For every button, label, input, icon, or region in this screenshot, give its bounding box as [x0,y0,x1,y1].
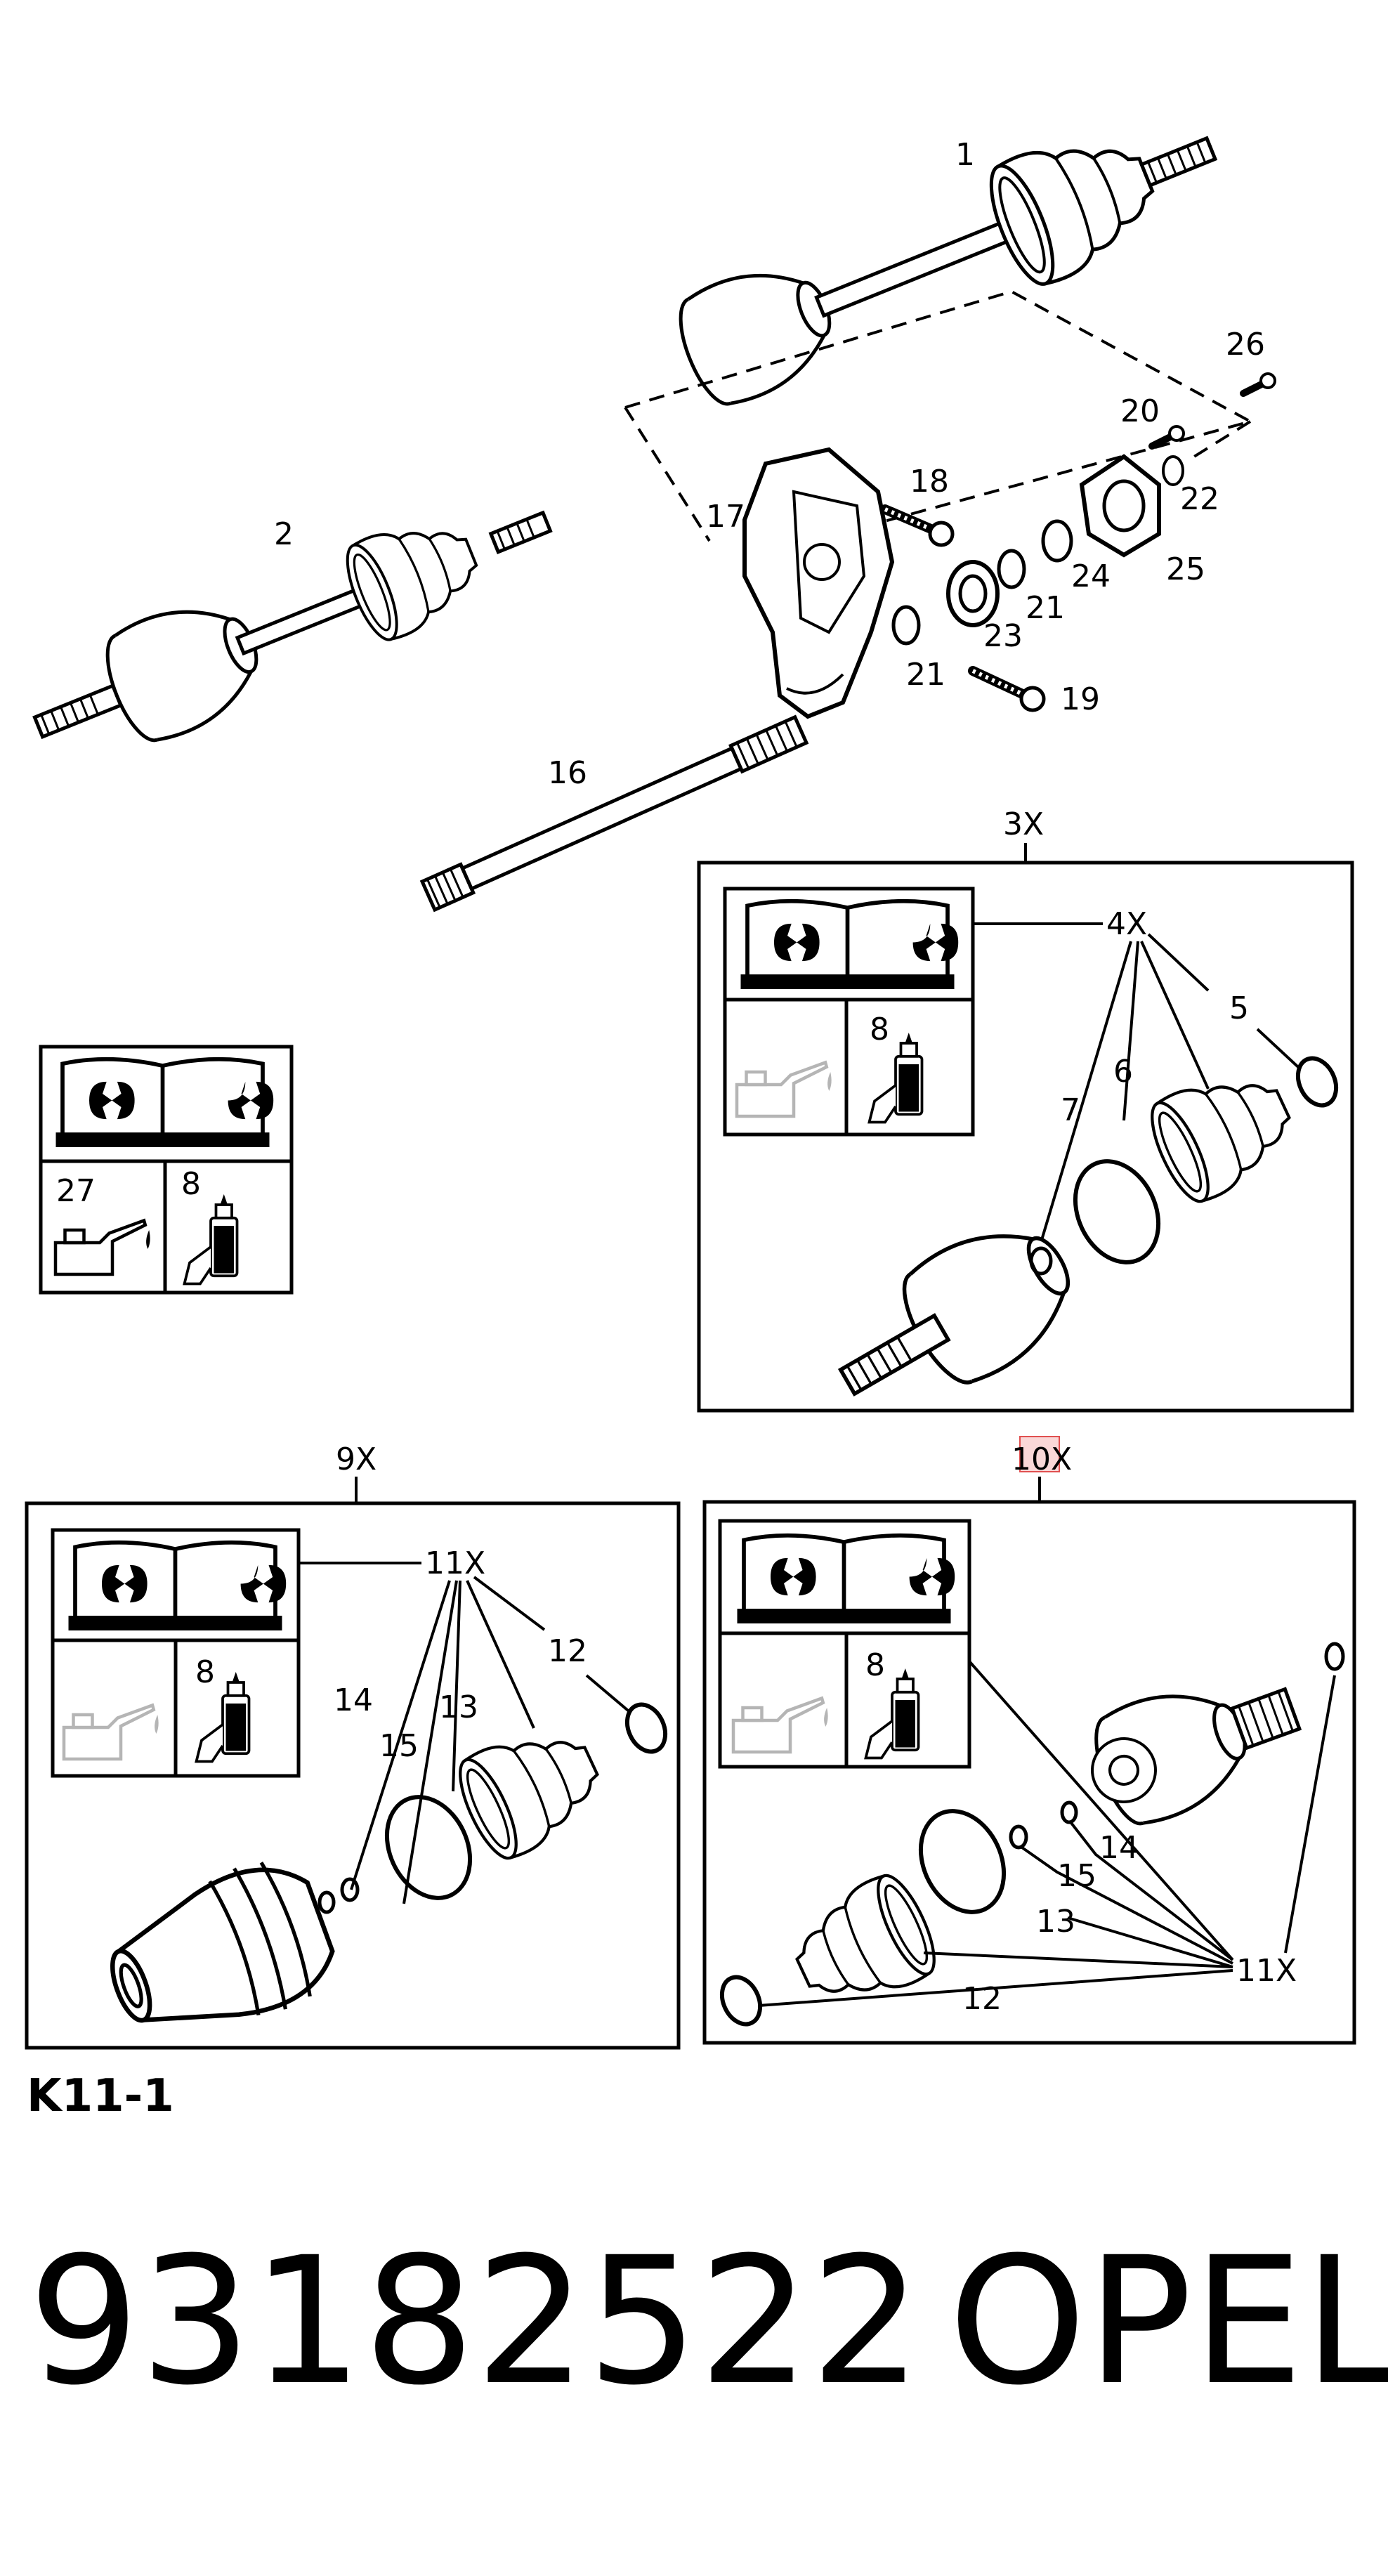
kit-9x-part-13: 13 [439,1689,478,1725]
drive-shaft-right-part-1 [666,89,1218,419]
repair-manual-icon [741,901,959,989]
figure-reference: K11-1 [27,2070,174,2122]
kit-3x-grease-number: 8 [870,1012,889,1047]
label-part-17: 17 [706,499,745,535]
label-part-18: 18 [910,464,949,499]
circlip-part-14 [317,1890,336,1914]
label-part-20: 20 [1120,393,1160,429]
dashed-assembly-outline [624,289,1255,528]
label-part-2: 2 [274,516,294,552]
kit-10x-part-14: 14 [1099,1830,1139,1866]
label-part-16: 16 [548,755,587,791]
inner-joint-housing [110,1862,335,2023]
bolt-part-20 [1148,425,1185,450]
outer-joint [1074,1653,1302,1837]
circlip-part-21b [891,605,921,646]
label-part-22: 22 [1180,481,1219,517]
brand-name: OPEL [948,2219,1388,2424]
cv-joint-outer [837,1202,1093,1439]
repair-manual-icon [69,1543,287,1630]
ring-part-15 [340,1877,360,1902]
clamp-part-5 [1295,1056,1339,1108]
kit-3x-title: 3X [1003,806,1044,842]
label-part-21a: 21 [1026,590,1065,626]
part-number: 93182522 [28,2219,922,2424]
label-part-26: 26 [1226,327,1265,362]
flange-part-25 [1079,454,1161,558]
repair-manual-icon [738,1536,955,1623]
circlip-part-ring [1324,1642,1345,1671]
intermediate-shaft-part-16 [419,714,809,913]
bolt-part-26 [1240,372,1276,397]
service-panel-left: 27 8 [39,1045,294,1295]
circlip-part-21a [997,549,1026,589]
label-part-1: 1 [955,137,975,173]
kit-10x-title-highlight [1019,1436,1060,1472]
kit-9x-title: 9X [336,1441,377,1477]
grease-part-number: 8 [181,1166,201,1202]
kit-3x-part-7: 7 [1061,1092,1080,1128]
kit-3x-label: 4X [1106,906,1147,942]
clamp-part-6 [1073,1159,1161,1264]
kit-panel-3x: 3X 8 4X 5 6 7 [697,806,1354,1439]
bearing-part-23 [946,560,1000,627]
repair-manual-icon [56,1059,274,1147]
circlip-part-7 [1029,1246,1053,1276]
drive-shaft-left-part-2 [32,466,553,783]
kit-10x-part-15: 15 [1057,1858,1096,1894]
kit-3x-part-5: 5 [1229,990,1249,1026]
oil-part-number: 27 [56,1173,96,1209]
ring-part-24 [1041,519,1073,563]
bolt-part-19 [968,666,1046,712]
clamp-part-12 [719,1975,763,2027]
circlip-part-14 [1060,1800,1078,1824]
circlip-part-22 [1162,455,1184,486]
kit-10x-title: 10X [1011,1441,1072,1477]
kit-9x-part-12: 12 [548,1633,587,1669]
kit-10x-part-13: 13 [1036,1904,1075,1940]
kit-9x-grease-number: 8 [195,1654,215,1690]
bearing-bracket-part-17 [742,447,895,719]
label-part-23: 23 [983,618,1023,654]
kit-10x-part-12: 12 [962,1981,1002,2017]
kit-9x-label: 11X [425,1545,485,1581]
kit-panel-10x: 10X 8 14 15 13 12 11X [702,1436,1356,2045]
ring-part-15 [1009,1824,1028,1850]
kit-3x-part-6: 6 [1113,1054,1133,1090]
clamp-part-12 [624,1702,668,1754]
label-part-24: 24 [1071,558,1111,594]
kit-panel-9x: 9X 8 11X 14 15 13 12 [25,1441,681,2050]
clamp-part-13 [918,1809,1007,1914]
clamp-part-13 [384,1795,473,1900]
kit-9x-part-14: 14 [334,1682,373,1718]
label-part-25: 25 [1166,551,1205,587]
label-part-19: 19 [1061,681,1100,717]
bolt-part-18 [880,504,955,547]
kit-10x-label: 11X [1236,1953,1297,1989]
kit-10x-grease-number: 8 [865,1647,885,1683]
label-part-21b: 21 [906,657,945,693]
kit-9x-part-15: 15 [379,1728,419,1764]
